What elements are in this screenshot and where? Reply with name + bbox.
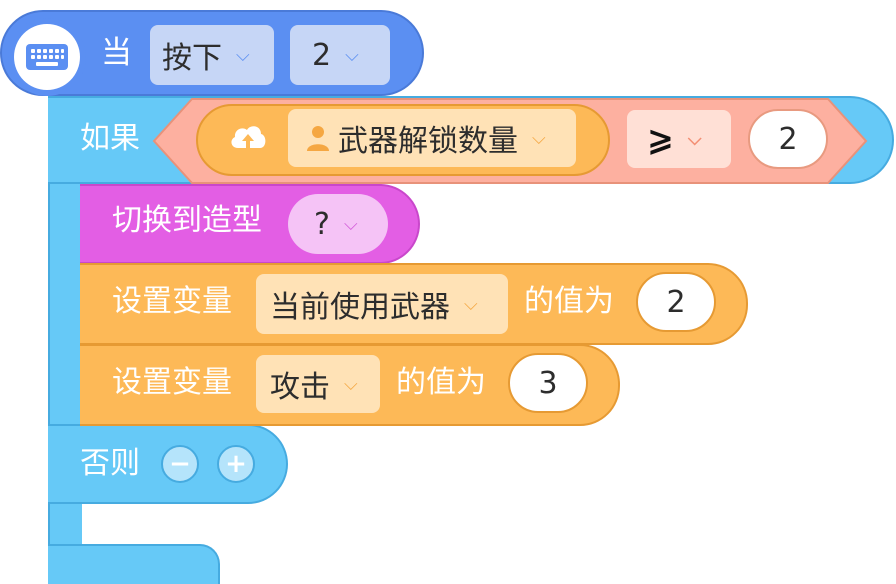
costume-dropdown[interactable]: ? ⌵ bbox=[288, 194, 388, 254]
chevron-down-icon: ⌵ bbox=[687, 128, 702, 150]
set-value-text: 3 bbox=[538, 365, 558, 401]
chevron-down-icon: ⌵ bbox=[344, 373, 358, 395]
set-variable-name: 当前使用武器 bbox=[270, 290, 450, 325]
cloud-upload-icon bbox=[228, 120, 268, 160]
set-variable-label: 设置变量 bbox=[112, 284, 232, 319]
operator-symbol: ⩾ bbox=[647, 120, 674, 158]
variable-dropdown[interactable]: 武器解锁数量 ⌵ bbox=[288, 109, 576, 167]
condition-value-input[interactable]: 2 bbox=[748, 109, 828, 169]
set-variable-dropdown[interactable]: 攻击 ⌵ bbox=[256, 355, 380, 413]
chevron-down-icon: ⌵ bbox=[236, 44, 250, 66]
keyboard-icon bbox=[14, 24, 80, 90]
operator-dropdown[interactable]: ⩾ ⌵ bbox=[627, 110, 731, 168]
if-label: 如果 bbox=[80, 121, 140, 156]
set-variable-label: 设置变量 bbox=[112, 365, 232, 400]
set-value-input[interactable]: 3 bbox=[508, 353, 588, 413]
value-of-label: 的值为 bbox=[524, 284, 614, 319]
switch-costume-label: 切换到造型 bbox=[112, 203, 262, 238]
set-variable-name: 攻击 bbox=[270, 370, 330, 405]
person-icon bbox=[306, 124, 330, 152]
chevron-down-icon: ⌵ bbox=[532, 127, 546, 149]
variable-name: 武器解锁数量 bbox=[338, 124, 518, 159]
set-variable-dropdown[interactable]: 当前使用武器 ⌵ bbox=[256, 274, 508, 334]
minus-icon: − bbox=[169, 449, 191, 479]
costume-value: ? bbox=[314, 206, 330, 242]
chevron-down-icon: ⌵ bbox=[345, 44, 359, 66]
add-branch-button[interactable]: + bbox=[217, 445, 255, 483]
else-label: 否则 bbox=[80, 446, 140, 481]
plus-icon: + bbox=[225, 449, 247, 479]
key-action-dropdown[interactable]: 按下 ⌵ bbox=[150, 25, 274, 85]
key-dropdown[interactable]: 2 ⌵ bbox=[290, 25, 390, 85]
chevron-down-icon: ⌵ bbox=[464, 293, 478, 315]
set-value-input[interactable]: 2 bbox=[636, 272, 716, 332]
if-else-block-bottom[interactable] bbox=[48, 544, 220, 584]
key-value: 2 bbox=[312, 37, 332, 73]
when-label: 当 bbox=[101, 35, 132, 71]
condition-value-text: 2 bbox=[778, 121, 798, 157]
set-value-text: 2 bbox=[666, 284, 686, 320]
chevron-down-icon: ⌵ bbox=[343, 213, 358, 235]
key-action-value: 按下 bbox=[162, 41, 222, 76]
value-of-label: 的值为 bbox=[396, 365, 486, 400]
remove-branch-button[interactable]: − bbox=[161, 445, 199, 483]
